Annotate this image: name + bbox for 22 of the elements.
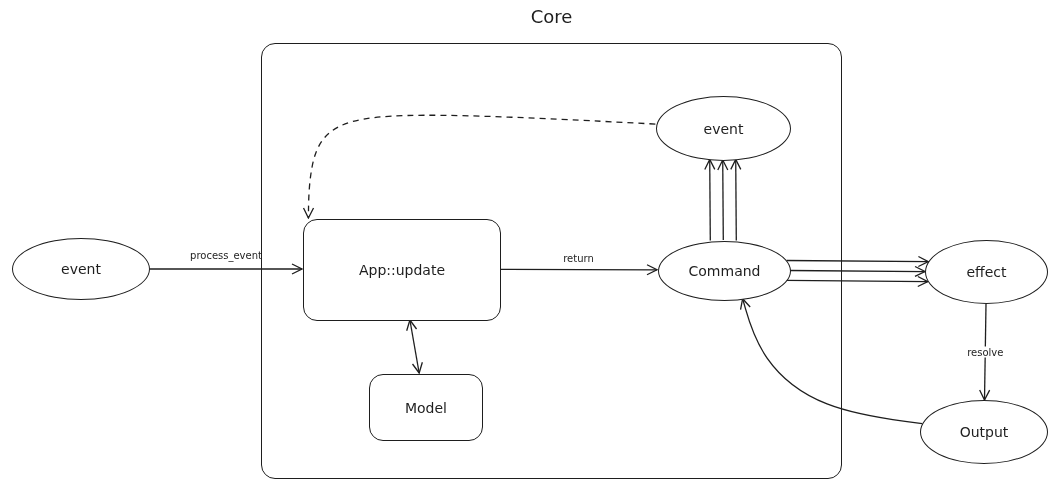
edge-label: resolve xyxy=(965,346,1006,358)
process-box xyxy=(369,374,483,441)
edge-label: return xyxy=(562,252,595,264)
arrow xyxy=(785,255,929,268)
arrow xyxy=(979,303,991,401)
node-label: Model xyxy=(404,399,447,416)
node-label: effect xyxy=(966,264,1007,280)
arrow xyxy=(406,319,423,374)
node-label: event xyxy=(703,120,744,137)
dashed-arrow xyxy=(302,114,657,219)
node-label: App::update xyxy=(358,262,446,278)
arrow xyxy=(717,159,729,241)
container-heading: Core xyxy=(529,6,574,27)
node-label: event xyxy=(61,261,101,277)
arrow xyxy=(785,275,929,288)
edge-label: process_event xyxy=(189,249,263,261)
node-label: Command xyxy=(688,263,761,279)
arrow xyxy=(789,265,926,278)
arrow xyxy=(499,264,658,276)
process-box xyxy=(303,219,501,321)
arrow xyxy=(149,263,303,275)
node-label: Output xyxy=(959,424,1009,440)
